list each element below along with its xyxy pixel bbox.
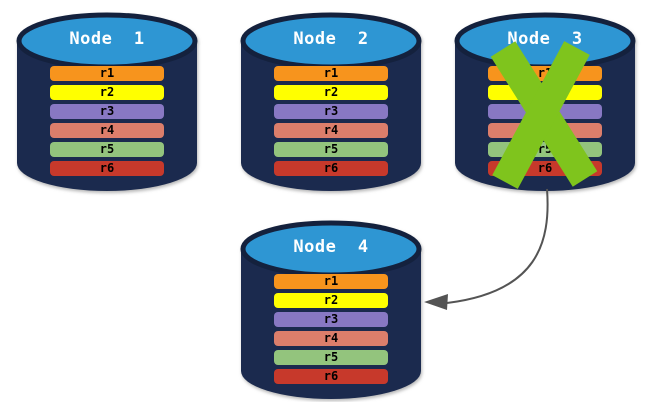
- replica-bar-r3: r3: [274, 312, 388, 327]
- node-2-replicas: r1 r2 r3 r4 r5 r6: [274, 66, 388, 180]
- node-3: Node 3 r1 r2 r3 r4 r5 r6: [452, 6, 638, 192]
- node-4-replicas: r1 r2 r3 r4 r5 r6: [274, 274, 388, 388]
- arrow-head: [424, 294, 448, 310]
- node-4: Node 4 r1 r2 r3 r4 r5 r6: [238, 214, 424, 400]
- replica-bar-r3: r3: [488, 104, 602, 119]
- replica-bar-r1: r1: [274, 66, 388, 81]
- arrow-curve: [446, 188, 549, 304]
- replica-bar-r4: r4: [274, 331, 388, 346]
- node-2: Node 2 r1 r2 r3 r4 r5 r6: [238, 6, 424, 192]
- node-1-title: Node 1: [69, 29, 145, 49]
- replica-bar-r5: r5: [50, 142, 164, 157]
- node-1-replicas: r1 r2 r3 r4 r5 r6: [50, 66, 164, 180]
- replica-bar-r2: r2: [274, 293, 388, 308]
- replica-bar-r3: r3: [274, 104, 388, 119]
- replica-bar-r1: r1: [50, 66, 164, 81]
- node-4-title: Node 4: [293, 237, 369, 257]
- replica-bar-r6: r6: [274, 161, 388, 176]
- replica-bar-r1: r1: [488, 66, 602, 81]
- node-3-title: Node 3: [507, 29, 583, 49]
- node-2-title: Node 2: [293, 29, 369, 49]
- node-1: Node 1 r1 r2 r3 r4 r5 r6: [14, 6, 200, 192]
- replica-bar-r6: r6: [274, 369, 388, 384]
- replica-bar-r2: r2: [488, 85, 602, 100]
- replica-bar-r6: r6: [488, 161, 602, 176]
- node-3-replicas: r1 r2 r3 r4 r5 r6: [488, 66, 602, 180]
- replica-bar-r3: r3: [50, 104, 164, 119]
- replica-bar-r2: r2: [274, 85, 388, 100]
- replica-bar-r4: r4: [488, 123, 602, 138]
- replica-bar-r5: r5: [274, 350, 388, 365]
- replica-bar-r5: r5: [274, 142, 388, 157]
- replica-bar-r5: r5: [488, 142, 602, 157]
- replica-bar-r6: r6: [50, 161, 164, 176]
- replica-bar-r2: r2: [50, 85, 164, 100]
- replica-bar-r1: r1: [274, 274, 388, 289]
- replica-bar-r4: r4: [50, 123, 164, 138]
- replica-bar-r4: r4: [274, 123, 388, 138]
